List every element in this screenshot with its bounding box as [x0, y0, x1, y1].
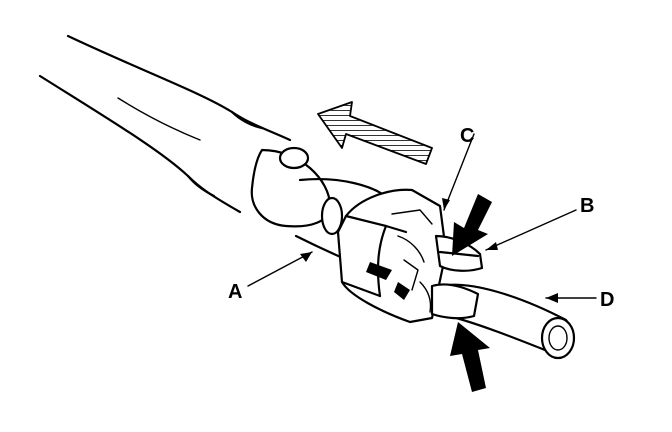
retainer-tab — [434, 234, 484, 272]
leader-lines — [247, 133, 597, 303]
hose — [38, 34, 292, 214]
squeeze-arrow-top — [452, 194, 492, 256]
callout-b: B — [580, 195, 594, 217]
fuel-pipe — [430, 283, 576, 360]
pull-direction-arrow — [317, 101, 433, 165]
callout-d: D — [600, 289, 614, 311]
squeeze-arrow-bottom — [450, 322, 490, 392]
callout-c: C — [460, 125, 474, 147]
callout-a: A — [228, 281, 242, 303]
quick-connector-body — [320, 188, 448, 324]
